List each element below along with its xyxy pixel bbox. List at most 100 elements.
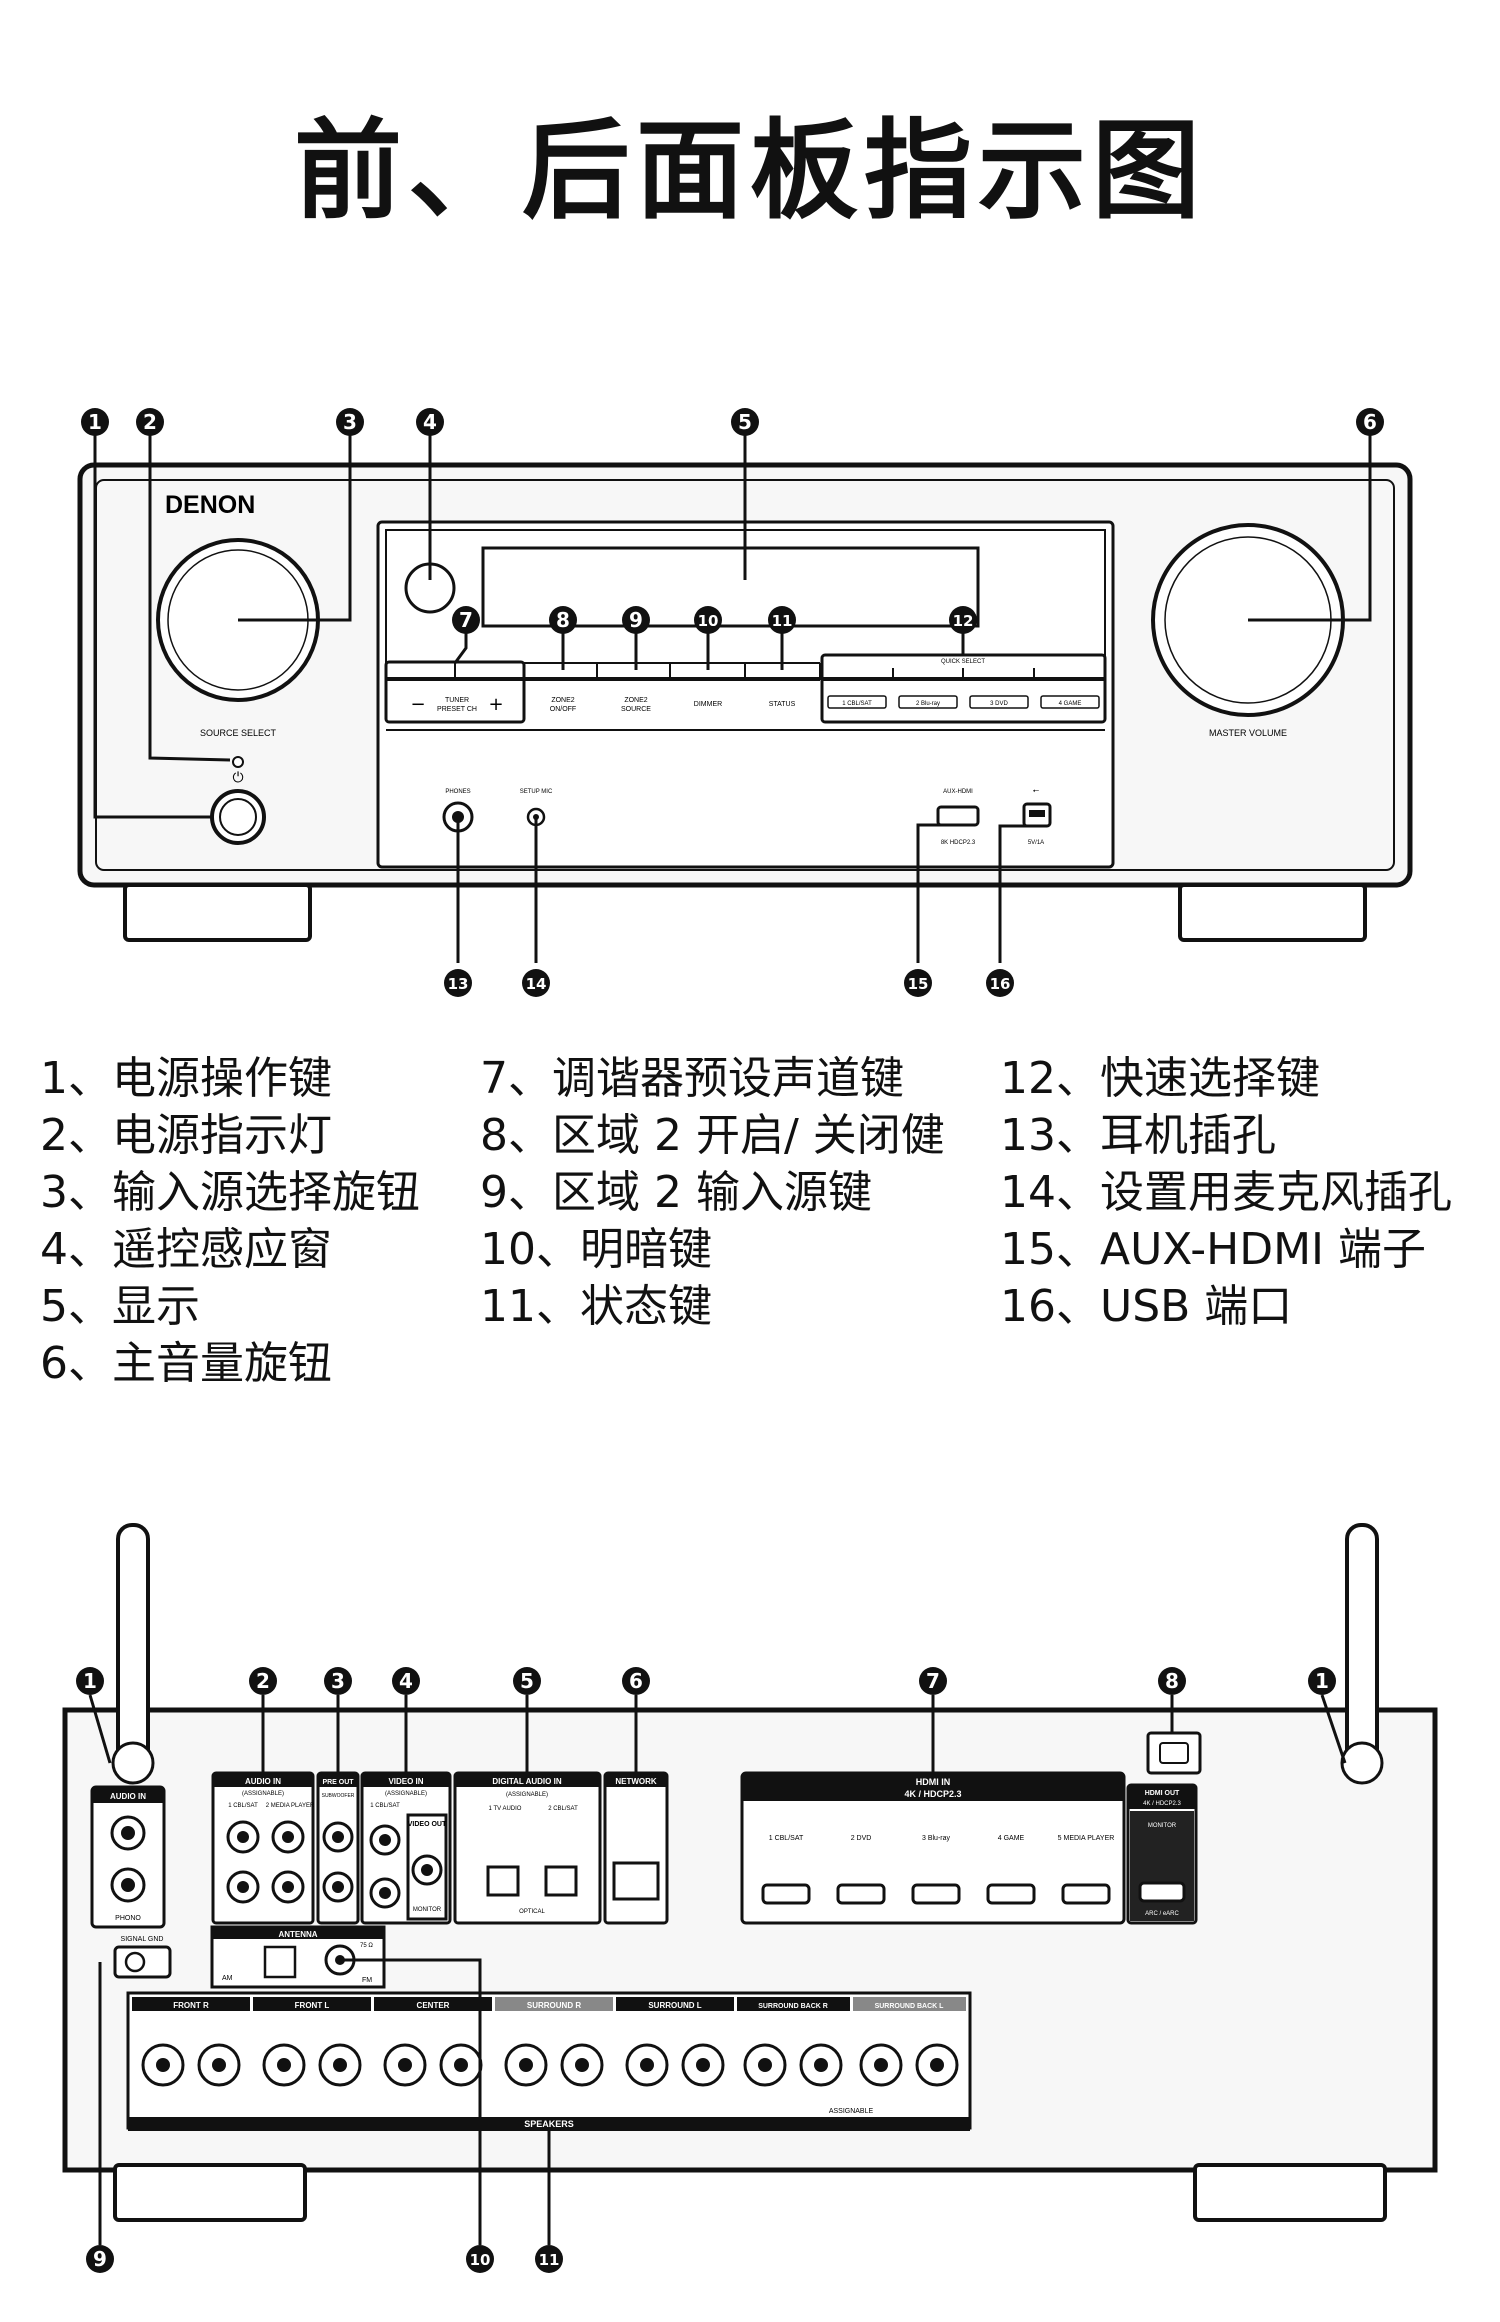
svg-text:AUDIO IN: AUDIO IN [245,1777,281,1786]
svg-text:11: 11 [772,612,793,630]
usb-icon: ⭠ [1033,786,1040,795]
brand-logo: DENON [165,491,255,519]
rear-panel-diagram: AUDIO IN PHONO AUDIO IN (ASSIGNABLE) 1 C… [62,1523,1438,2273]
legend-item: 3、输入源选择旋钮 [40,1167,420,1218]
ac-inlet[interactable] [1146,1731,1202,1775]
svg-text:VIDEO OUT: VIDEO OUT [408,1821,447,1828]
svg-text:5V/1A: 5V/1A [1028,840,1044,846]
legend-item: 8、区域 2 开启/ 关闭健 [480,1110,945,1161]
svg-text:4K / HDCP2.3: 4K / HDCP2.3 [1143,1801,1181,1807]
hdmi-monitor-out-port[interactable] [1138,1881,1186,1903]
svg-text:OPTICAL: OPTICAL [519,1909,545,1915]
front-foot-left [123,883,312,942]
legend-item: 1、电源操作键 [40,1053,332,1104]
optical-in-2[interactable] [544,1865,578,1897]
svg-text:2 CBL/SAT: 2 CBL/SAT [548,1806,578,1812]
svg-text:8: 8 [1165,1669,1179,1693]
svg-text:ASSIGNABLE: ASSIGNABLE [829,2108,874,2115]
svg-text:3 Blu-ray: 3 Blu-ray [922,1835,951,1842]
hdmi-input-ports[interactable] [761,1883,1111,1905]
svg-text:4: 4 [423,410,437,434]
svg-text:13: 13 [448,975,469,993]
svg-text:6: 6 [629,1669,643,1693]
svg-text:1 CBL/SAT: 1 CBL/SAT [769,1835,804,1842]
legend-item: 4、遥控感应窗 [40,1224,332,1275]
svg-text:14: 14 [526,975,547,993]
optical-in-1[interactable] [486,1865,520,1897]
quick-select-label: QUICK SELECT [941,659,985,665]
svg-text:10: 10 [698,612,719,630]
svg-text:FRONT L: FRONT L [295,2001,330,2010]
aux-hdmi-port[interactable] [936,805,980,827]
svg-text:9: 9 [629,608,643,632]
svg-text:15: 15 [908,975,929,993]
phones-label: PHONES [445,789,470,795]
svg-text:−: − [410,694,425,715]
power-indicator [232,756,244,768]
svg-text:11: 11 [539,2251,560,2269]
svg-text:12: 12 [953,612,974,630]
svg-text:MONITOR: MONITOR [1148,1823,1177,1829]
svg-text:ANTENNA: ANTENNA [278,1930,317,1939]
svg-text:SURROUND L: SURROUND L [648,2001,701,2010]
dimmer-label: DIMMER [694,701,722,708]
svg-text:(ASSIGNABLE): (ASSIGNABLE) [242,1791,284,1797]
svg-text:FRONT R: FRONT R [173,2001,209,2010]
svg-text:AM: AM [222,1975,233,1982]
svg-text:HDMI OUT: HDMI OUT [1145,1790,1180,1797]
svg-text:3: 3 [343,410,357,434]
svg-text:4 GAME: 4 GAME [1059,701,1082,707]
svg-text:(ASSIGNABLE): (ASSIGNABLE) [385,1791,427,1797]
rear-leader-lines [88,1694,1347,2245]
legend-item: 2、电源指示灯 [40,1110,332,1161]
rear-foot-left [113,2163,307,2222]
svg-text:PRE OUT: PRE OUT [322,1779,354,1786]
speaker-group-headers [132,1997,966,2011]
svg-text:4 GAME: 4 GAME [998,1835,1025,1842]
svg-text:5: 5 [520,1669,534,1693]
front-panel-diagram: DENON SOURCE SELECT ⏻ − + TUNER PRESET C… [77,408,1413,997]
ethernet-port[interactable] [612,1861,660,1901]
legend: 1、电源操作键 2、电源指示灯 3、输入源选择旋钮 4、遥控感应窗 5、显示 6… [40,1050,1480,1410]
svg-text:3 DVD: 3 DVD [990,701,1008,707]
front-callouts: 1 2 3 4 5 6 7 8 9 10 11 12 13 14 15 16 [81,408,1384,997]
legend-item: 14、设置用麦克风插孔 [1000,1167,1452,1218]
legend-item: 7、调谐器预设声道键 [480,1053,904,1104]
svg-text:2 DVD: 2 DVD [851,1835,872,1842]
svg-text:2: 2 [143,410,157,434]
status-label: STATUS [769,701,796,708]
svg-text:FM: FM [362,1977,372,1984]
tuner-preset-label: TUNER [445,697,469,704]
wireless-antenna-right[interactable] [1340,1523,1384,1785]
am-antenna-terminal[interactable] [263,1945,297,1979]
legend-item: 9、区域 2 输入源键 [480,1167,872,1218]
svg-text:CENTER: CENTER [417,2001,450,2010]
svg-text:MONITOR: MONITOR [413,1907,442,1913]
svg-text:VIDEO IN: VIDEO IN [388,1777,423,1786]
front-leader-lines [93,422,1372,963]
svg-text:SOURCE: SOURCE [621,706,651,713]
svg-text:PHONO: PHONO [115,1915,141,1922]
svg-text:75 Ω: 75 Ω [360,1943,373,1949]
legend-item: 10、明暗键 [480,1224,712,1275]
legend-item: 13、耳机插孔 [1000,1110,1276,1161]
svg-text:5 MEDIA PLAYER: 5 MEDIA PLAYER [1058,1835,1115,1842]
svg-text:2 Blu-ray: 2 Blu-ray [916,701,940,707]
legend-column-3: 12、快速选择键 13、耳机插孔 14、设置用麦克风插孔 15、AUX-HDMI… [1000,1050,1452,1335]
svg-text:1 TV AUDIO: 1 TV AUDIO [489,1806,522,1812]
front-foot-right [1178,883,1367,942]
function-buttons[interactable] [524,662,821,681]
wireless-antenna-left[interactable] [111,1523,155,1785]
svg-text:ON/OFF: ON/OFF [550,706,576,713]
svg-text:9: 9 [93,2247,107,2271]
legend-item: 15、AUX-HDMI 端子 [1000,1224,1427,1275]
svg-text:10: 10 [470,2251,491,2269]
legend-column-1: 1、电源操作键 2、电源指示灯 3、输入源选择旋钮 4、遥控感应窗 5、显示 6… [40,1050,420,1392]
svg-text:16: 16 [990,975,1011,993]
rear-foot-right [1193,2163,1387,2222]
svg-text:6: 6 [1363,410,1377,434]
svg-text:1: 1 [83,1669,97,1693]
svg-text:7: 7 [926,1669,940,1693]
svg-text:1 CBL/SAT: 1 CBL/SAT [370,1803,400,1809]
svg-text:1 CBL/SAT: 1 CBL/SAT [842,701,872,707]
